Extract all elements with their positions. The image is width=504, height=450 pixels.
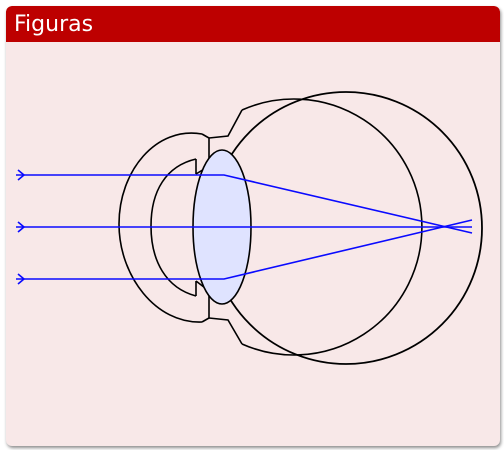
sclera-wall-upper (209, 110, 242, 138)
block-title: Figuras (6, 6, 500, 42)
figure-block: Figuras (6, 6, 500, 446)
sclera-wall-lower (209, 318, 242, 344)
eye-diagram (6, 42, 500, 446)
block-body (6, 42, 500, 446)
